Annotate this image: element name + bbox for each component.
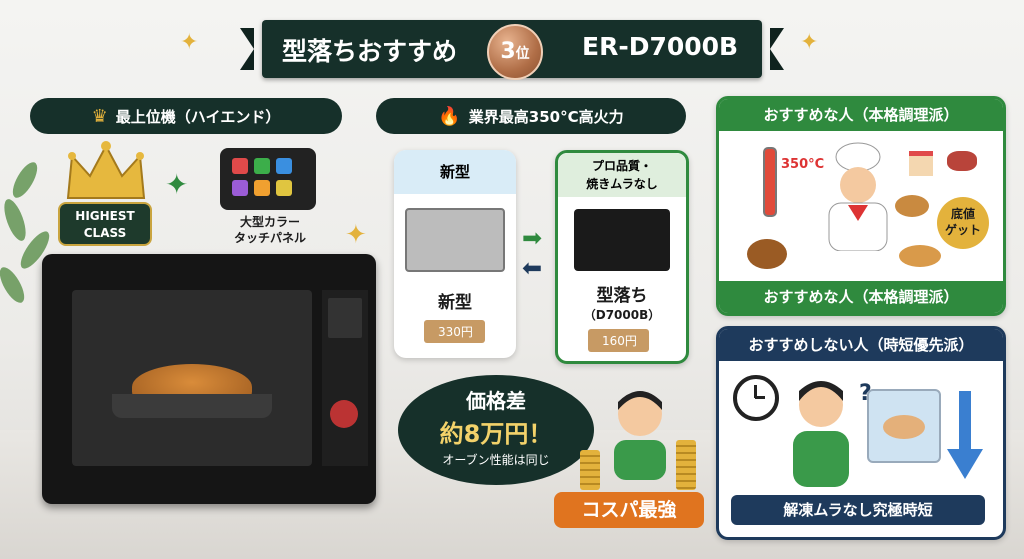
sparkle-icon: ✦	[345, 220, 367, 250]
old-price-tag: 160円	[588, 329, 649, 352]
old-model-header: プロ品質・ 焼きムラなし	[558, 153, 686, 197]
sparkle-icon: ✦	[180, 30, 199, 55]
cospa-badge: コスパ最強	[554, 492, 704, 528]
bubble-line1: 価格差	[466, 389, 526, 413]
crown-icon	[62, 140, 150, 204]
new-model-label: 新型	[438, 293, 472, 313]
old-model-card: プロ品質・ 焼きムラなし 型落ち （D7000B） 160円	[555, 150, 689, 364]
highest-class-badge: HIGHEST CLASS	[58, 202, 152, 246]
touch-line1: 大型カラー	[239, 215, 300, 229]
steak-icon	[947, 151, 977, 171]
clock-icon	[733, 375, 779, 421]
not-recommended-footer: 解凍ムラなし究極時短	[731, 495, 985, 525]
bread-icon	[895, 195, 929, 217]
flame-icon: 🔥	[438, 105, 461, 127]
not-recommended-header: おすすめしない人（時短優先派）	[719, 329, 1003, 361]
touch-line2: タッチパネル	[233, 231, 306, 245]
happy-person-illustration	[600, 380, 680, 490]
new-price-tag: 330円	[424, 320, 485, 343]
recommended-header: おすすめな人（本格調理派）	[719, 99, 1003, 131]
frozen-food-icon	[867, 389, 941, 463]
rank-medal: 3位	[487, 24, 543, 80]
rank-number: 3	[500, 39, 516, 64]
crown-icon: ♛	[91, 105, 108, 127]
coin-stack-icon	[580, 450, 600, 490]
new-oven-image	[405, 208, 505, 272]
thinking-person-illustration	[781, 369, 861, 499]
cake-icon	[909, 151, 933, 176]
bubble-line2: 約8万円！	[439, 420, 553, 448]
firepower-label: 業界最高350°C高火力	[468, 107, 624, 126]
old-header-line1: プロ品質・	[591, 159, 652, 173]
bread-icon	[747, 239, 787, 269]
touch-panel-caption: 大型カラー タッチパネル	[218, 214, 322, 246]
arrow-right-icon: ➡	[522, 224, 543, 252]
oven-image	[42, 254, 376, 504]
badge-line1: 底値	[950, 207, 975, 221]
old-model-label: 型落ち	[596, 286, 648, 306]
sparkle-icon: ✦	[800, 30, 819, 55]
title-text: 型落ちおすすめ	[282, 37, 458, 66]
price-difference-bubble: 価格差 約8万円！ オーブン性能は同じ	[398, 375, 594, 485]
highend-label: 最上位機（ハイエンド）	[115, 107, 281, 126]
firepower-pill: 🔥 業界最高350°C高火力	[376, 98, 686, 134]
old-model-number: （D7000B）	[583, 308, 661, 322]
recommended-card: おすすめな人（本格調理派） 350°C 底値 ゲット おすすめな人（本格調理派）	[716, 96, 1006, 316]
lowest-price-badge: 底値 ゲット	[937, 197, 989, 249]
old-header-line2: 焼きムラなし	[586, 177, 658, 191]
badge-line2: CLASS	[83, 226, 127, 240]
croissant-icon	[899, 245, 941, 267]
badge-line1: HIGHEST	[75, 209, 135, 223]
sparkle-icon: ✦	[165, 168, 189, 201]
model-name: ER-D7000B	[582, 32, 739, 61]
roasting-pan	[112, 394, 272, 418]
recommended-footer: おすすめな人（本格調理派）	[719, 281, 1003, 313]
temperature-label: 350°C	[781, 157, 825, 172]
badge-line2: ゲット	[944, 223, 981, 237]
coin-stack-icon	[676, 440, 696, 490]
not-recommended-card: おすすめしない人（時短優先派） ? 解凍ムラなし究極時短	[716, 326, 1006, 540]
new-model-card: 新型 新型 330円	[394, 150, 516, 358]
start-button	[330, 400, 358, 428]
old-oven-image	[574, 209, 670, 271]
bubble-line3: オーブン性能は同じ	[442, 453, 550, 467]
highend-pill: ♛ 最上位機（ハイエンド）	[30, 98, 342, 134]
rank-suffix: 位	[515, 46, 530, 62]
chef-illustration	[813, 141, 903, 252]
new-model-header: 新型	[394, 150, 516, 194]
thermometer-icon	[763, 147, 777, 217]
oven-control-panel	[322, 290, 368, 466]
touch-panel-icon	[220, 148, 316, 210]
plant-decoration	[0, 150, 60, 320]
arrow-left-icon: ⬅	[522, 254, 543, 282]
